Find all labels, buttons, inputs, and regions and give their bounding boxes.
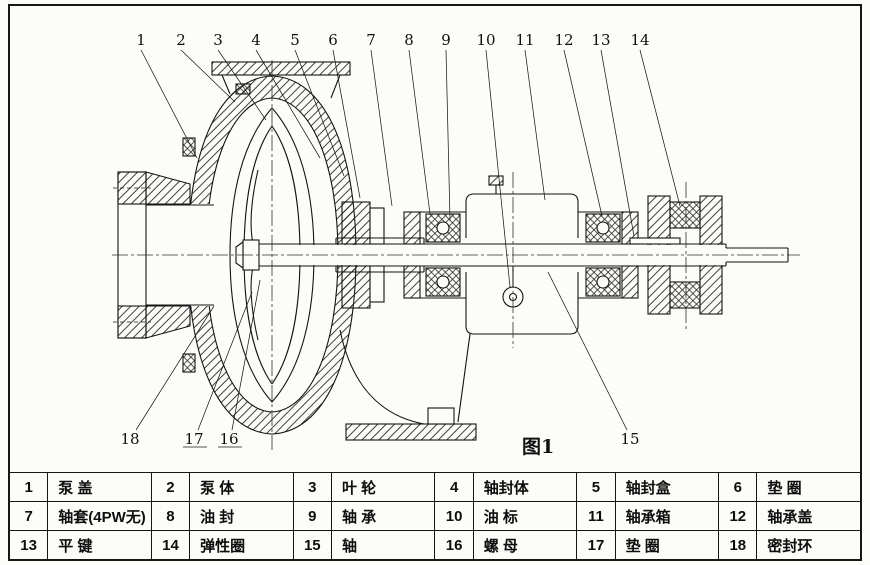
centerlines — [112, 60, 800, 450]
part-number: 2 — [150, 472, 191, 502]
part-number: 5 — [576, 472, 616, 502]
callout-5: 5 — [290, 31, 300, 49]
part-name: 轴承盖 — [756, 501, 861, 531]
discharge-flange — [182, 61, 351, 373]
callout-1: 1 — [136, 31, 146, 49]
part-number: 18 — [718, 530, 758, 560]
callout-11: 11 — [515, 31, 534, 49]
part-name: 垫 圈 — [614, 530, 720, 560]
part-number: 6 — [718, 472, 758, 502]
callout-7: 7 — [366, 31, 376, 49]
callout-3: 3 — [213, 31, 223, 49]
part-number: 17 — [576, 530, 616, 560]
parts-table-row: 7 轴套(4PW无) 8 油 封 9 轴 承 10 油 标 11 轴承箱 12 … — [8, 501, 861, 531]
part-name: 泵 盖 — [47, 472, 152, 502]
part-number: 1 — [8, 472, 49, 502]
part-number: 16 — [434, 530, 474, 560]
part-name: 轴套(4PW无) — [47, 501, 152, 531]
callout-8: 8 — [404, 31, 414, 49]
part-name: 密封环 — [756, 530, 861, 560]
parts-table-row: 13 平 键 14 弹性圈 15 轴 16 螺 母 17 垫 圈 18 密封环 — [8, 530, 861, 560]
part-name: 叶 轮 — [330, 472, 436, 502]
part-name: 泵 体 — [189, 472, 294, 502]
part-number: 10 — [434, 501, 474, 531]
part-number: 9 — [292, 501, 332, 531]
part-number: 3 — [292, 472, 332, 502]
callout-18: 18 — [120, 430, 139, 448]
callout-10: 10 — [476, 31, 495, 49]
part-name: 轴 — [330, 530, 436, 560]
callout-6: 6 — [328, 31, 338, 49]
callout-numbers: 1 2 3 4 5 6 7 8 9 10 11 12 13 14 15 16 1… — [120, 31, 649, 448]
part-number: 11 — [576, 501, 616, 531]
leader-lines — [135, 49, 681, 448]
parts-table: 1 泵 盖 2 泵 体 3 叶 轮 4 轴封体 5 轴封盒 6 垫 圈 7 轴套… — [8, 472, 861, 560]
part-number: 12 — [718, 501, 758, 531]
callout-4: 4 — [251, 31, 261, 49]
callout-16: 16 — [219, 430, 238, 448]
callout-17: 17 — [184, 430, 203, 448]
callout-12: 12 — [554, 31, 573, 49]
part-number: 13 — [8, 530, 49, 560]
callout-14: 14 — [630, 31, 649, 49]
parts-table-container: 1 泵 盖 2 泵 体 3 叶 轮 4 轴封体 5 轴封盒 6 垫 圈 7 轴套… — [8, 472, 861, 560]
part-number: 15 — [292, 530, 332, 560]
part-number: 4 — [434, 472, 474, 502]
part-name: 平 键 — [47, 530, 152, 560]
part-number: 14 — [150, 530, 191, 560]
support-foot — [339, 329, 477, 441]
part-name: 油 封 — [189, 501, 294, 531]
part-name: 弹性圈 — [189, 530, 294, 560]
parts-table-row: 1 泵 盖 2 泵 体 3 叶 轮 4 轴封体 5 轴封盒 6 垫 圈 — [8, 472, 861, 502]
callout-15: 15 — [620, 430, 639, 448]
figure-caption: 图1 — [522, 436, 554, 458]
callout-13: 13 — [591, 31, 610, 49]
part-name: 螺 母 — [472, 530, 578, 560]
part-name: 轴封体 — [472, 472, 578, 502]
part-name: 油 标 — [472, 501, 578, 531]
part-name: 轴承箱 — [614, 501, 720, 531]
pump-cross-section-drawing: 1 2 3 4 5 6 7 8 9 10 11 12 13 14 15 16 1… — [112, 31, 800, 458]
bearing-housing — [403, 175, 639, 335]
callout-2: 2 — [176, 31, 186, 49]
part-number: 8 — [150, 501, 191, 531]
part-name: 垫 圈 — [756, 472, 861, 502]
part-name: 轴 承 — [330, 501, 436, 531]
callout-9: 9 — [441, 31, 451, 49]
part-number: 7 — [8, 501, 49, 531]
part-name: 轴封盒 — [614, 472, 720, 502]
